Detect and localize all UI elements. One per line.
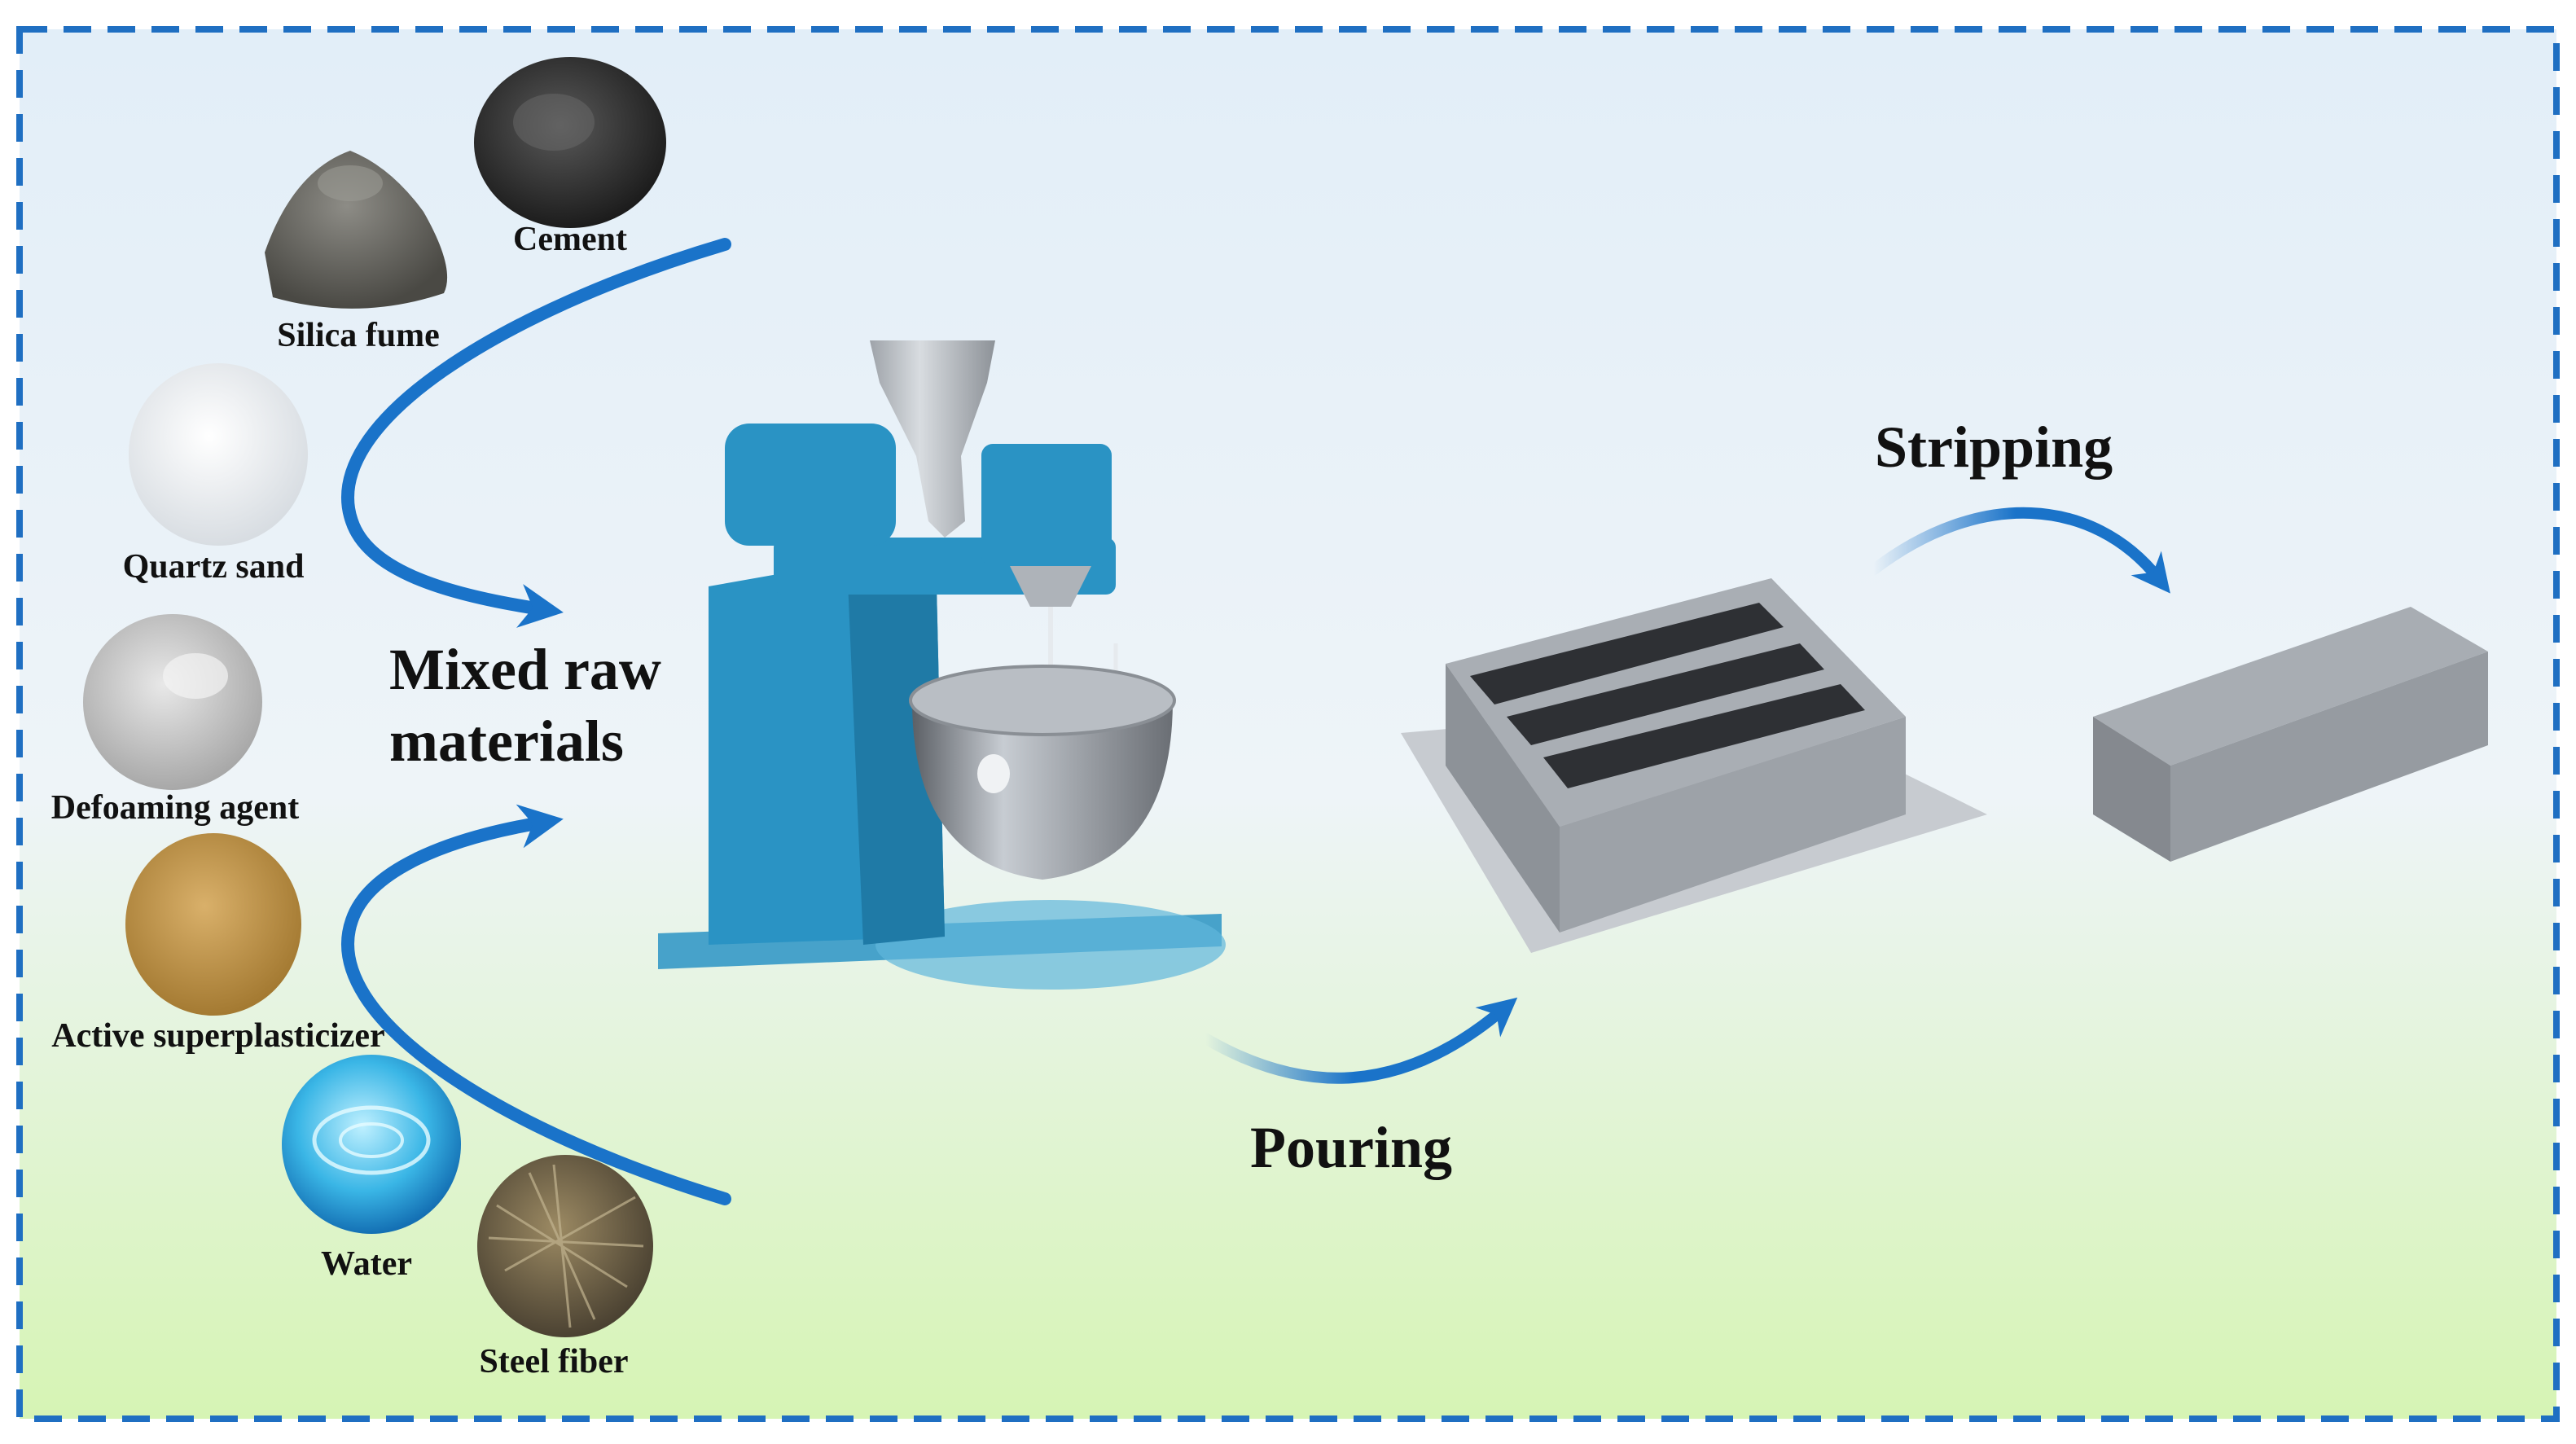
mixer-head	[981, 444, 1112, 566]
material-label-cement: Cement	[513, 220, 627, 259]
defoaming-agent-powder-icon	[83, 614, 262, 790]
superplasticizer-powder-icon	[125, 833, 301, 1016]
cement-powder-icon	[474, 57, 666, 228]
material-label-water: Water	[321, 1244, 412, 1284]
material-label-defoaming-agent: Defoaming agent	[51, 788, 299, 827]
pouring-label: Pouring	[1250, 1112, 1452, 1183]
mixed-raw-materials-label: Mixed raw materials	[389, 634, 661, 777]
material-label-silica-fume: Silica fume	[277, 316, 439, 355]
material-label-steel-fiber: Steel fiber	[479, 1342, 628, 1381]
mixed-label-line-1: Mixed raw	[389, 634, 661, 705]
material-label-quartz-sand: Quartz sand	[123, 547, 305, 586]
mixer-motor	[725, 424, 896, 546]
quartz-sand-icon	[129, 363, 308, 546]
mixed-label-line-2: materials	[389, 705, 661, 777]
material-label-active-superplasticizer: Active superplasticizer	[51, 1016, 384, 1056]
water-icon	[282, 1055, 461, 1234]
steel-fiber-icon	[477, 1155, 653, 1337]
stripping-label: Stripping	[1875, 411, 2113, 483]
